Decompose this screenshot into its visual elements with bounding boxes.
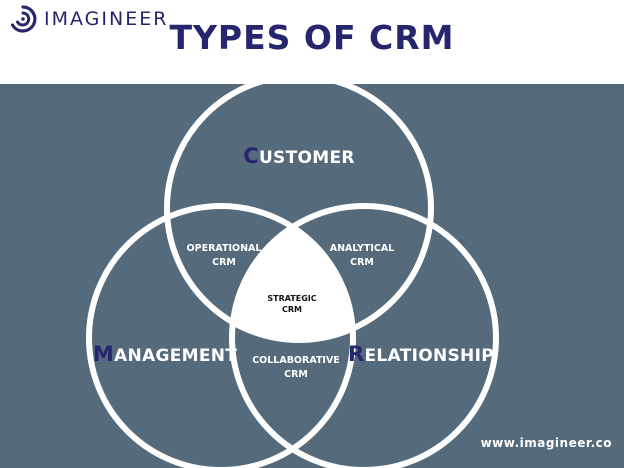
strategic-center-region <box>232 206 353 340</box>
relationship-label: RELATIONSHIP <box>336 342 506 366</box>
management-circle <box>86 203 356 468</box>
customer-label: CUSTOMER <box>204 144 394 168</box>
brand-name: IMAGINEER <box>44 8 169 30</box>
customer-initial: C <box>243 144 259 168</box>
header: IMAGINEER TYPES OF CRM <box>0 0 624 84</box>
customer-circle <box>164 73 434 343</box>
operational-crm-label: OPERATIONAL CRM <box>186 243 262 268</box>
imagineer-swirl-icon <box>10 5 37 33</box>
relationship-rest: ELATIONSHIP <box>364 346 494 366</box>
page-title: TYPES OF CRM <box>169 18 455 57</box>
website-link[interactable]: www.imagineer.co <box>480 436 612 450</box>
analytical-crm-label: ANALYTICAL CRM <box>329 243 395 268</box>
relationship-initial: R <box>348 342 365 366</box>
brand-logo[interactable]: IMAGINEER <box>8 4 168 34</box>
management-initial: M <box>92 342 115 366</box>
collaborative-crm-label: COLLABORATIVE CRM <box>252 355 340 380</box>
relationship-circle <box>229 203 499 468</box>
strategic-crm-label: STRATEGIC CRM <box>267 294 317 314</box>
customer-rest: USTOMER <box>258 148 355 168</box>
management-rest: ANAGEMENT <box>114 346 238 366</box>
management-label: MANAGEMENT <box>80 342 250 366</box>
